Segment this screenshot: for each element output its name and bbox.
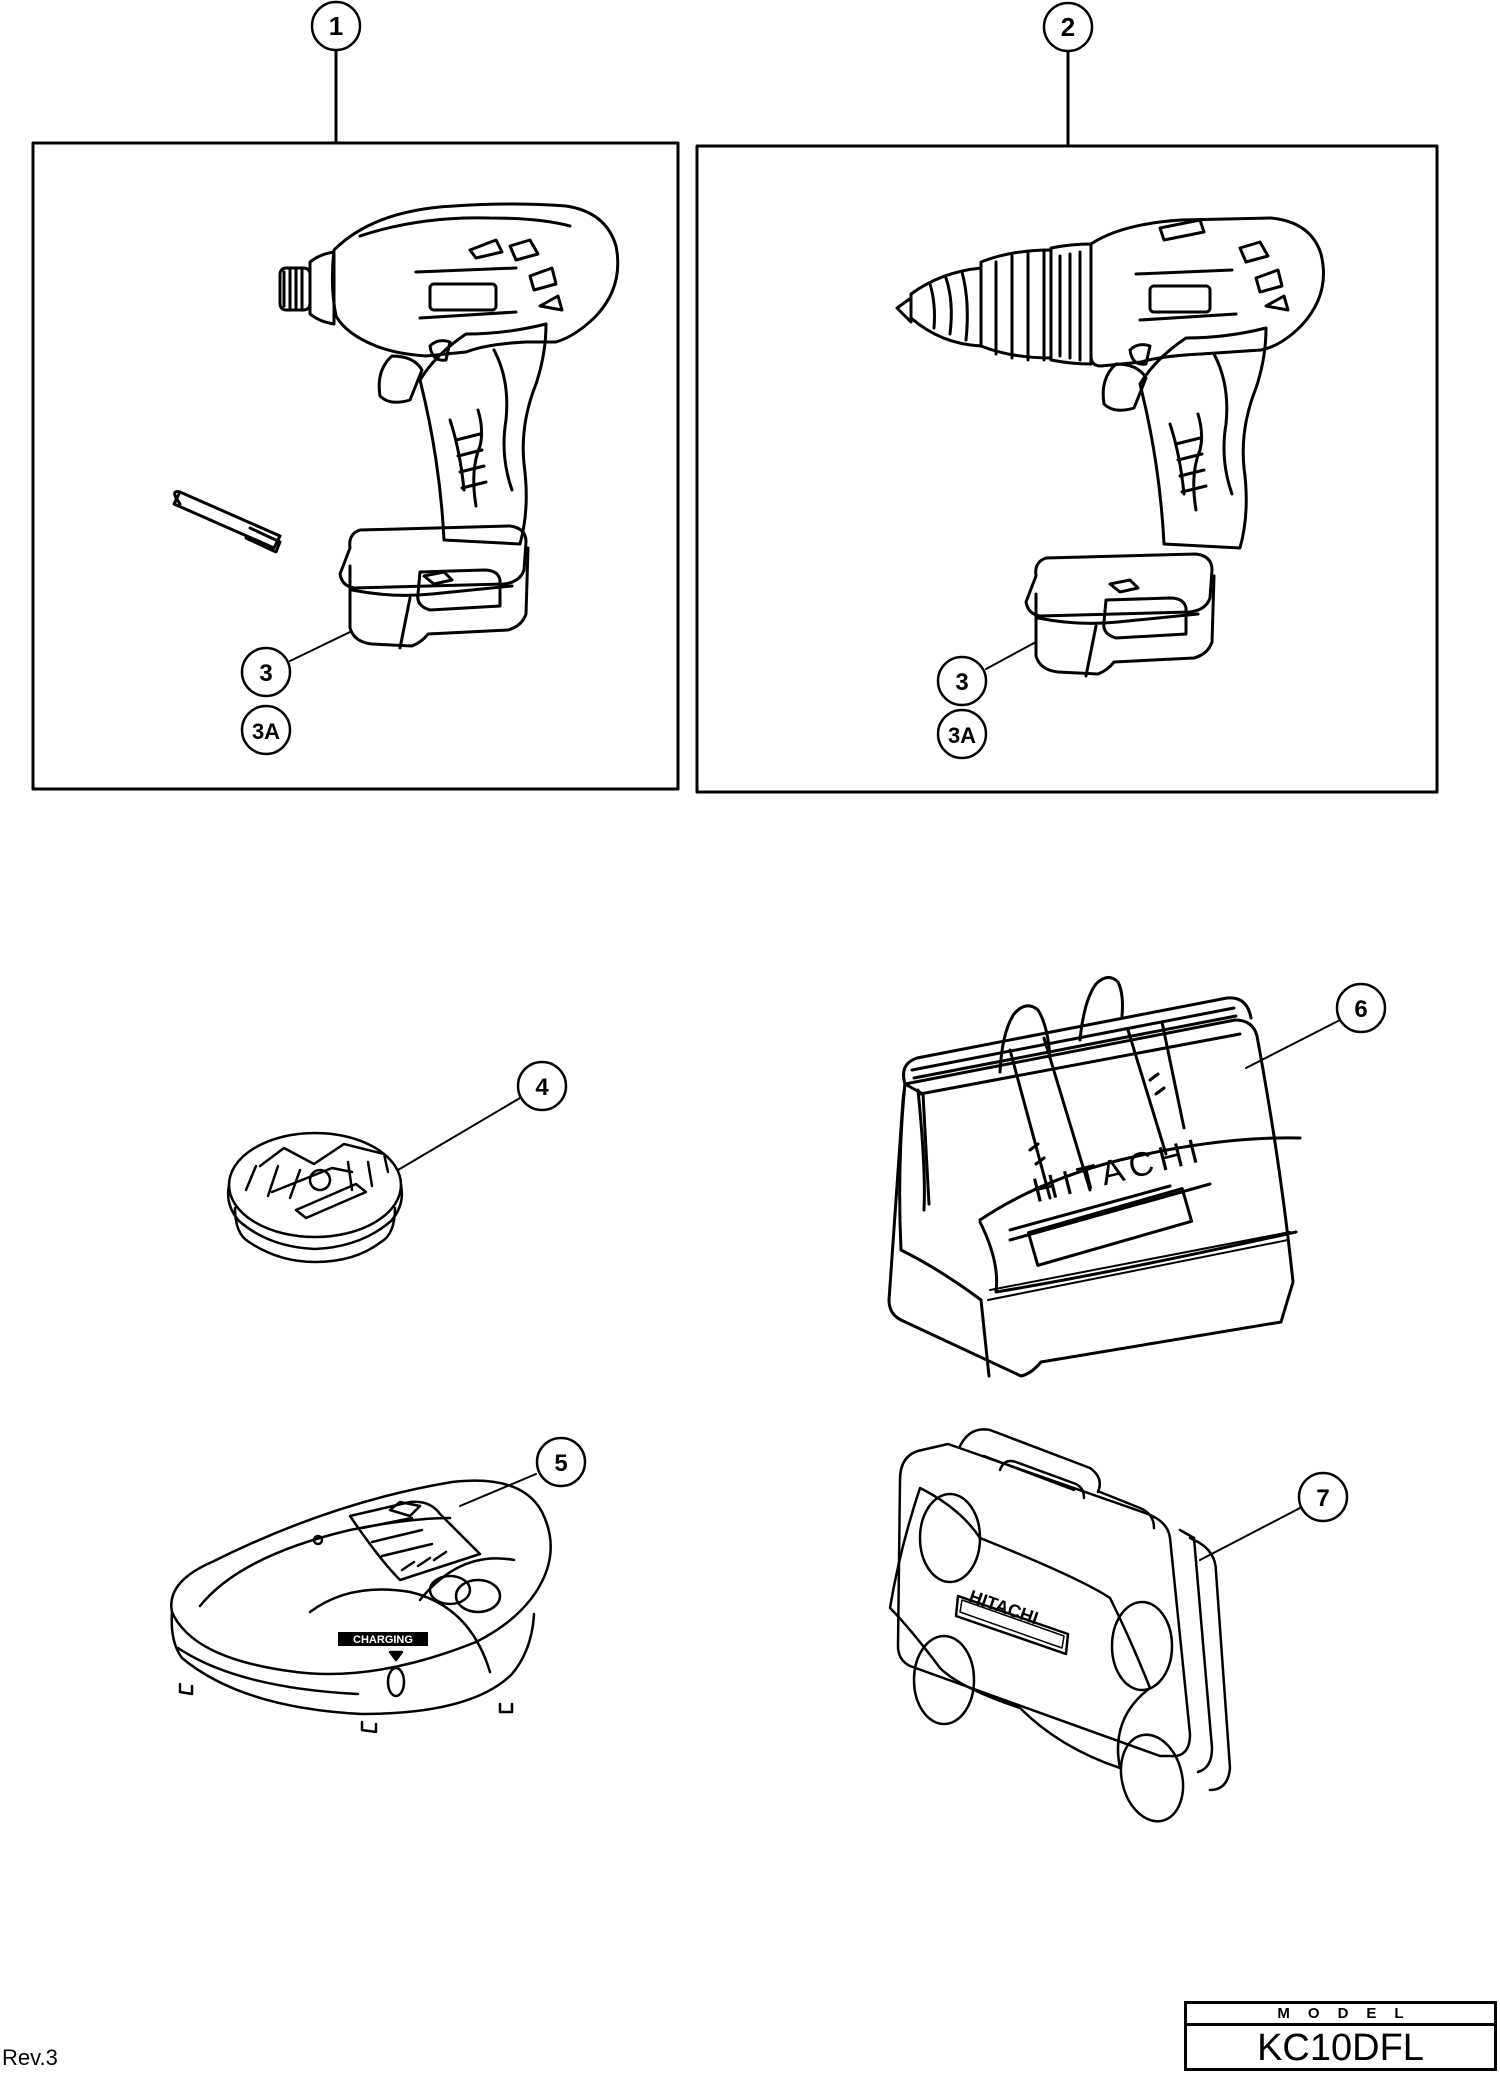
callout-1-label: 1 <box>329 11 343 41</box>
battery-charger-illustration: CHARGING <box>170 1479 552 1734</box>
callout-1: 1 <box>310 0 362 145</box>
case-brand-text: HITACHI <box>967 1586 1041 1628</box>
carrying-case-illustration: HITACHI <box>888 1428 1232 1823</box>
tool-bag-illustration: HITACHI <box>887 976 1302 1378</box>
panel-frame-drill-driver <box>695 144 1439 794</box>
model-heading: MODEL <box>1187 2004 1494 2026</box>
model-title-block: MODEL KC10DFL <box>1184 2001 1497 2071</box>
callout-5-label: 5 <box>554 1450 567 1477</box>
callout-2-label: 2 <box>1061 12 1075 42</box>
callout-3a-right-label: 3A <box>948 723 976 748</box>
impact-driver-illustration <box>172 202 620 650</box>
callout-3-left-label: 3 <box>259 660 272 687</box>
charger-charging-text: CHARGING <box>353 1634 413 1646</box>
callout-2: 2 <box>1042 1 1094 148</box>
callout-4: 4 <box>397 1060 568 1171</box>
callout-7-label: 7 <box>1316 1485 1329 1512</box>
drill-driver-illustration <box>895 216 1325 678</box>
bag-brand-text: HITACHI <box>1029 1131 1208 1210</box>
callout-4-label: 4 <box>535 1074 549 1101</box>
callout-6-label: 6 <box>1354 996 1367 1023</box>
callout-7: 7 <box>1199 1471 1349 1561</box>
panel-frame-impact-driver <box>31 141 680 791</box>
callout-3a-left: 3A <box>240 704 292 756</box>
callout-3a-left-label: 3A <box>252 719 280 744</box>
callout-3a-right: 3A <box>936 708 988 760</box>
model-number: KC10DFL <box>1257 2027 1424 2069</box>
callout-3-right-label: 3 <box>955 669 968 696</box>
callout-5: 5 <box>459 1436 587 1507</box>
callout-3-left: 3 <box>240 631 351 698</box>
revision-label: Rev.3 <box>2 2045 58 2070</box>
bit-holder-illustration <box>226 1131 404 1264</box>
callout-6: 6 <box>1245 982 1387 1069</box>
callout-3-right: 3 <box>936 641 1037 707</box>
